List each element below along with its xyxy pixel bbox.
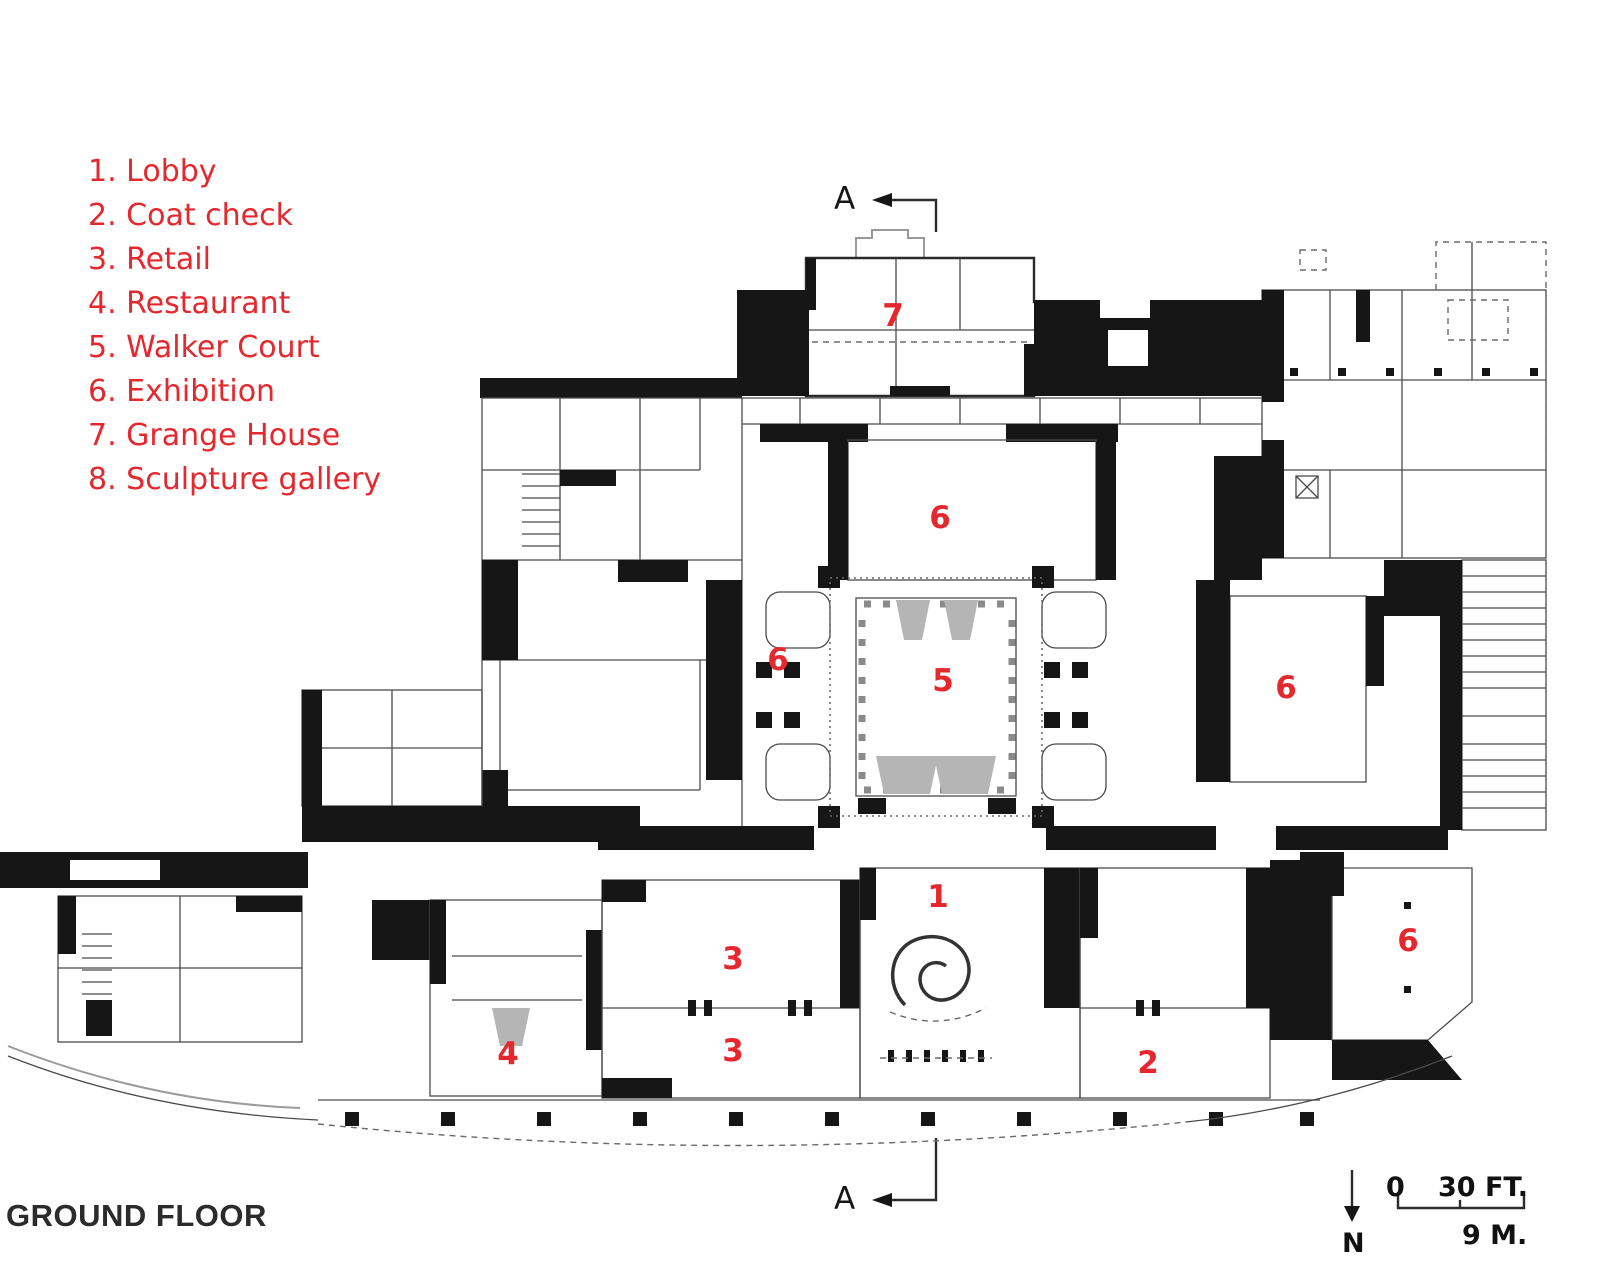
legend-item-restaurant: 4. Restaurant [88, 286, 291, 321]
legend-item-exhibition: 6. Exhibition [88, 374, 276, 409]
scale-meters-label: 9 M. [1462, 1220, 1528, 1251]
legend-item-sculpture-gallery: 8. Sculpture gallery [88, 462, 382, 497]
spiral-stair [890, 934, 971, 1007]
section-marker-a-top: A [834, 181, 856, 217]
section-cut-line-top [872, 193, 938, 232]
north-label: N [1342, 1228, 1365, 1259]
legend-item-walker-court: 5. Walker Court [88, 330, 320, 365]
grange-house [804, 229, 1074, 398]
legend-item-grange-house: 7. Grange House [88, 418, 341, 453]
historic-wing-right [1150, 241, 1547, 580]
scale-feet-label: 30 FT. [1438, 1172, 1528, 1203]
south-band [0, 826, 1473, 1147]
section-marker-a-bottom: A [834, 1181, 856, 1217]
plan-title: GROUND FLOOR [6, 1198, 267, 1233]
legend-item-coat-check: 2. Coat check [88, 198, 293, 233]
section-cut-line-bottom [872, 1138, 938, 1207]
north-arrow [1344, 1170, 1360, 1222]
scale-bar [1396, 1194, 1526, 1210]
walker-court [829, 577, 1043, 817]
legend: 1. Lobby 2. Coat check 3. Retail 4. Rest… [88, 150, 381, 502]
scale-zero-label: 0 [1386, 1172, 1405, 1203]
central-galleries [756, 566, 1384, 828]
north-wing [480, 290, 1262, 581]
legend-item-lobby: 1. Lobby [88, 154, 217, 189]
east-stair [1384, 559, 1547, 831]
west-wing [301, 397, 743, 842]
legend-item-retail: 3. Retail [88, 242, 211, 277]
